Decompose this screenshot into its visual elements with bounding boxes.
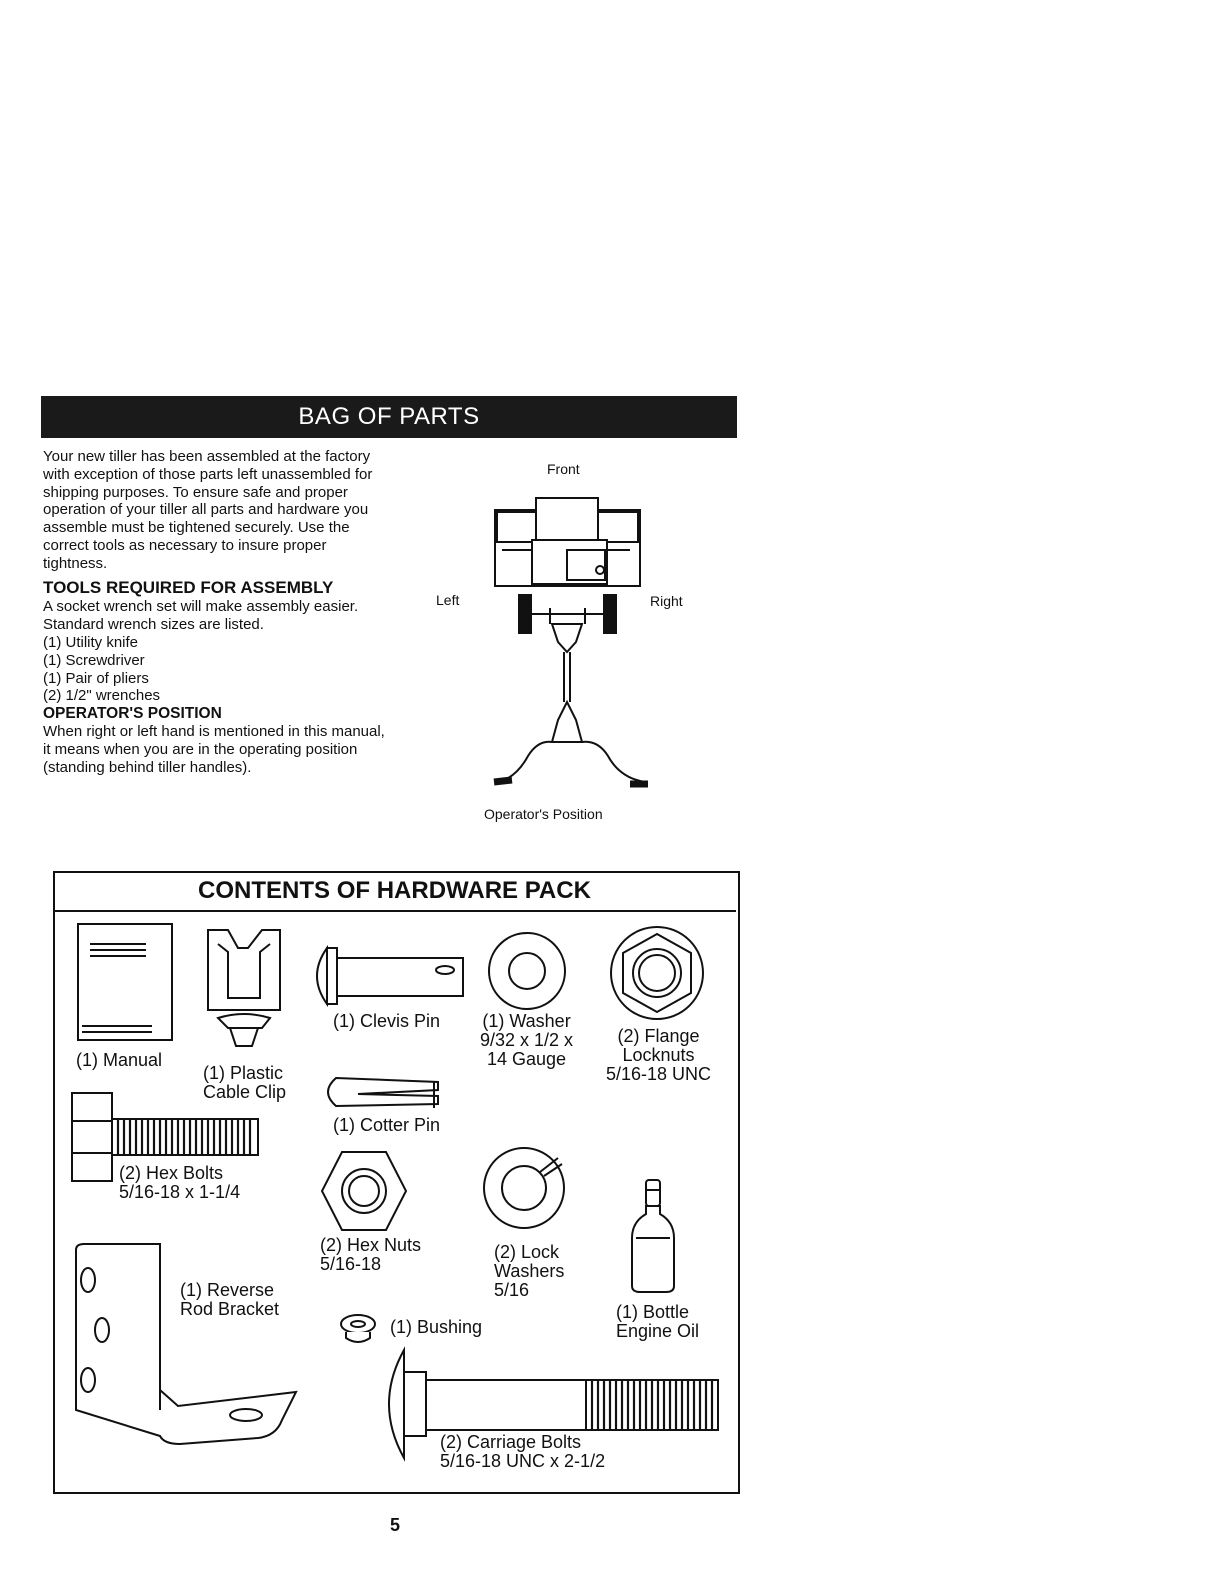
manual-illustration — [77, 923, 173, 1041]
clevis-pin-label: (1) Clevis Pin — [333, 1011, 441, 1031]
lock-washer-illustration — [483, 1147, 565, 1229]
cable-clip-illustration — [207, 929, 281, 1047]
section-banner: BAG OF PARTS — [41, 396, 737, 438]
hardware-pack-box — [53, 871, 740, 1494]
carriage-bolts-label-line: (2) Carriage Bolts — [440, 1432, 582, 1452]
bushing-label: (1) Bushing — [390, 1317, 483, 1337]
banner-title: BAG OF PARTS — [298, 403, 480, 430]
tiller-top-view-illustration — [493, 497, 648, 788]
flange-locknuts-label-line: (2) Flange — [617, 1026, 700, 1046]
hardware-pack-title: CONTENTS OF HARDWARE PACK — [53, 871, 736, 912]
lock-washers-label: (2) Lock Washers 5/16 — [494, 1243, 564, 1300]
tool-item: (1) Screwdriver — [43, 651, 145, 669]
diagram-right-label: Right — [650, 593, 683, 609]
intro-paragraph: Your new tiller has been assembled at th… — [43, 448, 373, 572]
hex-bolt-illustration — [71, 1092, 259, 1182]
flange-locknuts-label: (2) Flange Locknuts 5/16-18 UNC — [606, 1027, 711, 1084]
reverse-rod-bracket-label: (1) Reverse Rod Bracket — [180, 1281, 279, 1319]
flange-locknuts-label-line: Locknuts — [622, 1045, 695, 1065]
reverse-rod-bracket-label-line: Rod Bracket — [180, 1299, 280, 1319]
carriage-bolts-label-line: 5/16-18 UNC x 2-1/2 — [440, 1451, 606, 1471]
bushing-illustration — [340, 1314, 376, 1343]
washer-label-line: 9/32 x 1/2 x — [480, 1030, 574, 1050]
tools-text: A socket wrench set will make assembly e… — [43, 598, 359, 634]
diagram-caption: Operator's Position — [484, 806, 603, 822]
reverse-rod-bracket-illustration — [75, 1243, 298, 1446]
diagram-left-label: Left — [436, 592, 460, 608]
hex-bolts-label: (2) Hex Bolts 5/16-18 x 1-1/4 — [119, 1164, 240, 1202]
flange-locknut-illustration — [610, 926, 704, 1020]
cable-clip-label-line: Cable Clip — [203, 1082, 287, 1102]
hex-nuts-label-line: 5/16-18 — [320, 1254, 382, 1274]
tool-item: (1) Utility knife — [43, 633, 139, 651]
bottle-label-line: (1) Bottle — [616, 1302, 690, 1322]
manual-label: (1) Manual — [76, 1050, 163, 1070]
carriage-bolts-label: (2) Carriage Bolts 5/16-18 UNC x 2-1/2 — [440, 1433, 605, 1471]
hardware-pack-title-text: CONTENTS OF HARDWARE PACK — [198, 876, 591, 904]
washer-label: (1) Washer 9/32 x 1/2 x 14 Gauge — [480, 1012, 573, 1069]
tool-item: (2) 1/2" wrenches — [43, 687, 161, 705]
operator-text: When right or left hand is mentioned in … — [43, 722, 385, 776]
hex-bolts-label-line: 5/16-18 x 1-1/4 — [119, 1182, 241, 1202]
carriage-bolt-illustration — [388, 1346, 719, 1462]
tools-heading: TOOLS REQUIRED FOR ASSEMBLY — [43, 577, 334, 597]
page-number: 5 — [390, 1515, 401, 1535]
hex-nuts-label-line: (2) Hex Nuts — [320, 1235, 422, 1255]
cotter-pin-illustration — [327, 1076, 439, 1108]
lock-washers-label-line: Washers — [494, 1261, 565, 1281]
oil-bottle-illustration — [631, 1179, 675, 1293]
diagram-front-label: Front — [547, 461, 580, 477]
clevis-pin-illustration — [316, 944, 464, 1008]
bottle-label-line: Engine Oil — [616, 1321, 700, 1341]
washer-label-line: (1) Washer — [482, 1011, 571, 1031]
washer-illustration — [488, 932, 566, 1010]
bottle-label: (1) Bottle Engine Oil — [616, 1303, 699, 1341]
washer-label-line: 14 Gauge — [486, 1049, 567, 1069]
reverse-rod-bracket-label-line: (1) Reverse — [180, 1280, 275, 1300]
tools-list: (1) Utility knife (1) Screwdriver (1) Pa… — [43, 634, 393, 705]
operator-heading: OPERATOR'S POSITION — [43, 705, 222, 723]
cable-clip-label: (1) Plastic Cable Clip — [203, 1064, 286, 1102]
hex-nut-illustration — [320, 1151, 408, 1231]
tool-item: (1) Pair of pliers — [43, 669, 149, 687]
cable-clip-label-line: (1) Plastic — [203, 1063, 284, 1083]
hex-bolts-label-line: (2) Hex Bolts — [119, 1163, 224, 1183]
lock-washers-label-line: (2) Lock — [494, 1242, 560, 1262]
lock-washers-label-line: 5/16 — [494, 1280, 530, 1300]
cotter-pin-label: (1) Cotter Pin — [333, 1115, 441, 1135]
flange-locknuts-label-line: 5/16-18 UNC — [606, 1064, 712, 1084]
hex-nuts-label: (2) Hex Nuts 5/16-18 — [320, 1236, 421, 1274]
intro-column: Your new tiller has been assembled at th… — [43, 448, 393, 776]
